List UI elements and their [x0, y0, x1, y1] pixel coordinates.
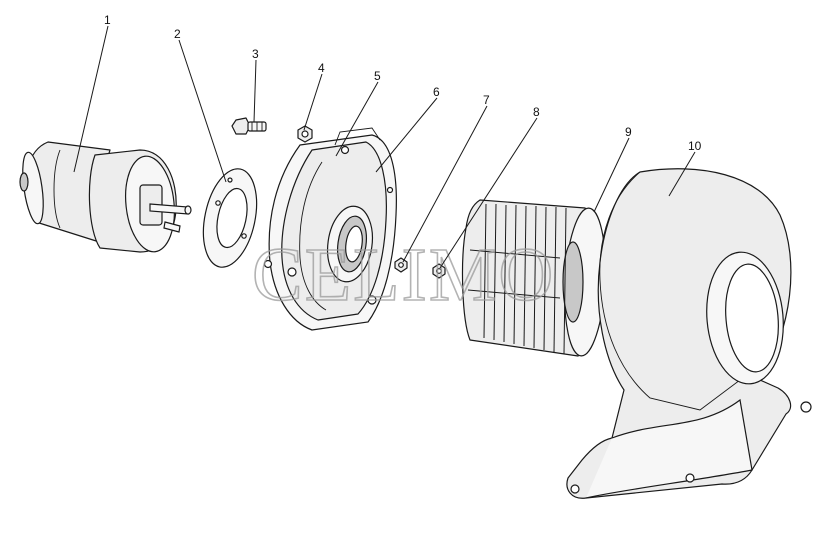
callout-5: 5 — [374, 69, 381, 83]
callout-4: 4 — [318, 61, 325, 75]
callout-10: 10 — [688, 139, 702, 153]
callout-7: 7 — [483, 93, 490, 107]
leader-lines — [73, 25, 696, 269]
callout-6: 6 — [433, 85, 440, 99]
part-3-bolt — [231, 117, 267, 135]
part-6-flange-cover — [263, 127, 397, 331]
callout-9: 9 — [625, 125, 632, 139]
callout-labels: 1 2 3 4 5 6 7 8 9 10 — [104, 13, 702, 153]
callout-3: 3 — [252, 47, 259, 61]
part-8-nut — [432, 263, 446, 279]
part-1-motor — [19, 141, 192, 253]
callout-1: 1 — [104, 13, 111, 27]
part-2-gasket — [202, 168, 258, 268]
callout-8: 8 — [533, 105, 540, 119]
part-10-housing — [566, 168, 812, 499]
watermark-logo: CELIMO — [252, 233, 555, 317]
part-7-nut — [394, 257, 408, 273]
part-4-nut — [297, 125, 313, 143]
part-9-impeller — [461, 199, 606, 357]
callout-2: 2 — [174, 27, 181, 41]
